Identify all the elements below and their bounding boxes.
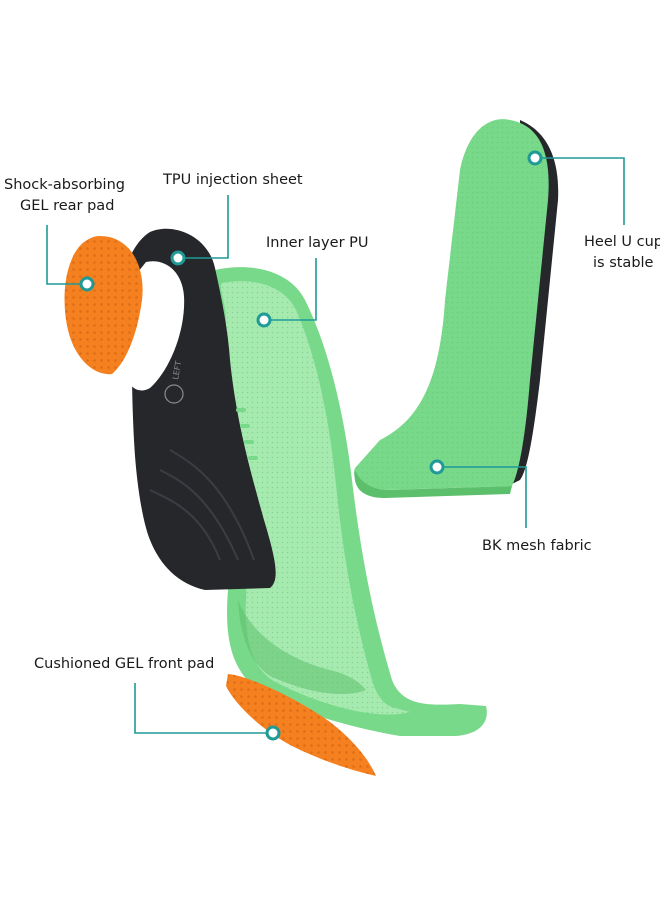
tpu-shell-slot-1: [236, 408, 246, 412]
label-front-pad: Cushioned GEL front pad: [34, 654, 214, 675]
label-rear-pad-line1: Shock-absorbing: [4, 177, 125, 193]
standing-insole-bottom-edge: [354, 470, 512, 498]
label-front-pad-text: Cushioned GEL front pad: [34, 656, 215, 672]
leader-tpu: [180, 195, 229, 259]
tpu-shell-slot-2: [240, 424, 250, 428]
tpu-shell-ridge-2: [159, 469, 239, 561]
dot-tpu: [170, 250, 186, 266]
front-gel-pad: [226, 674, 376, 776]
tpu-shell-slot-3: [244, 440, 254, 444]
rear-gel-pad: [64, 236, 143, 375]
dot-rear-pad: [79, 276, 95, 292]
dot-mesh: [429, 459, 445, 475]
leader-mesh: [438, 466, 527, 528]
label-rear-pad-line2: GEL rear pad: [20, 198, 115, 214]
tpu-shell-slot-4: [248, 456, 258, 460]
front-gel-pad-texture: [226, 674, 376, 776]
leader-front-pad: [134, 683, 271, 734]
callout-dots: [79, 150, 543, 741]
leader-lines: [46, 157, 625, 734]
leader-inner-pu: [266, 258, 317, 321]
label-inner-pu: Inner layer PU: [266, 233, 369, 254]
tpu-shell-ridge-3: [169, 449, 255, 561]
leader-rear-pad: [46, 225, 85, 285]
inner-pu-mesh: [220, 281, 410, 715]
tpu-shell-ridge-1: [149, 489, 221, 561]
tpu-shell-logo-ring: [164, 384, 184, 404]
label-mesh: BK mesh fabric: [482, 536, 592, 557]
label-inner-pu-text: Inner layer PU: [266, 235, 369, 251]
dot-inner-pu: [256, 312, 272, 328]
label-heel-cup: Heel U cup is stable: [584, 232, 660, 274]
tpu-shell-body: [124, 228, 276, 590]
inner-pu-layer: [210, 267, 487, 736]
label-tpu-text: TPU injection sheet: [163, 172, 303, 188]
label-rear-pad: Shock-absorbing GEL rear pad: [4, 175, 125, 217]
dot-heel-cup: [527, 150, 543, 166]
label-mesh-text: BK mesh fabric: [482, 538, 592, 554]
dot-front-pad: [265, 725, 281, 741]
label-heel-cup-line2: is stable: [593, 255, 654, 271]
label-heel-cup-line1: Heel U cup: [584, 234, 660, 250]
tpu-shell-marking: LEFT: [171, 360, 183, 380]
label-tpu: TPU injection sheet: [163, 170, 303, 191]
leader-heel-cup: [536, 157, 625, 225]
standing-insole-mesh-texture: [354, 119, 549, 491]
standing-insole: [354, 119, 559, 498]
rear-gel-pad-texture: [64, 236, 143, 375]
